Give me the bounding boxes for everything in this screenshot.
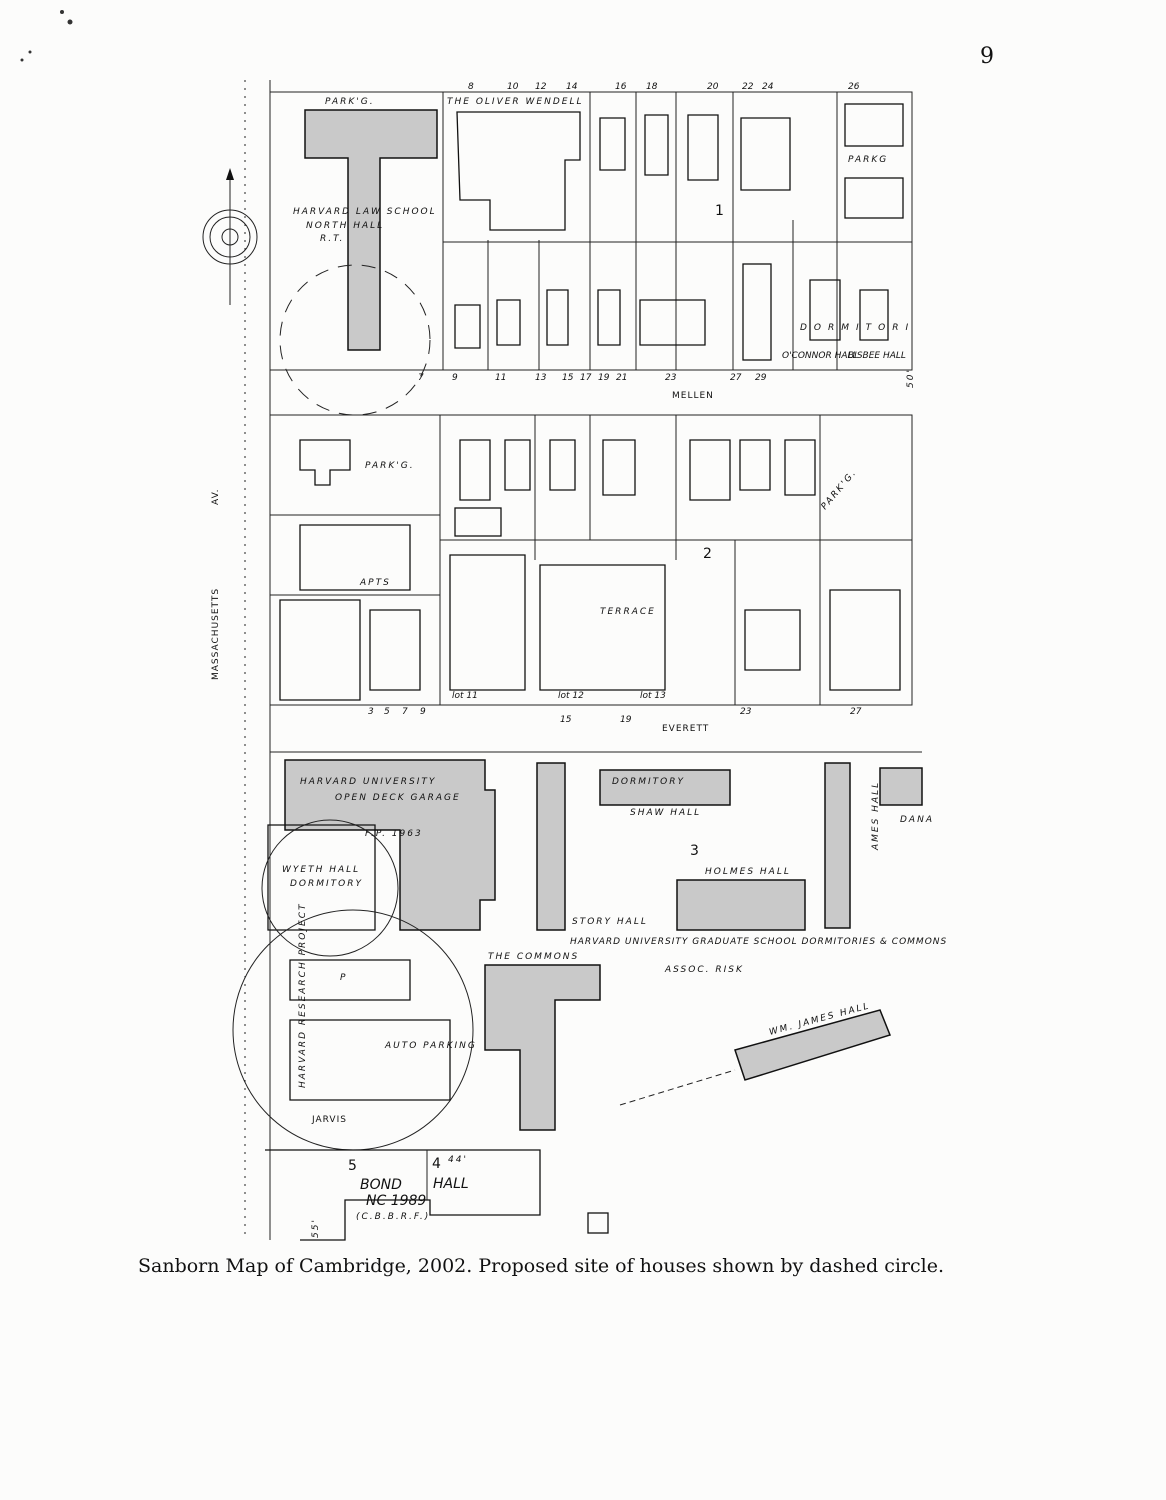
page-number: 9 <box>980 44 994 69</box>
map-label: THE COMMONS <box>488 952 579 962</box>
map-label: 23 <box>740 707 752 717</box>
map-label: DORMITORY <box>612 777 685 787</box>
map-label: 5 <box>384 707 390 717</box>
map-label: 3 <box>368 707 374 717</box>
map-label: 44' <box>448 1155 468 1165</box>
block-1: PARK'G. THE OLIVER WENDELL HARVARD LAW S… <box>269 91 915 416</box>
map-label: AMES HALL <box>871 781 881 851</box>
map-label: HOLMES HALL <box>705 867 791 877</box>
map-label: STORY HALL <box>572 917 648 927</box>
bond-hall-block: 5 4 44' BOND HALL NC 1989 (C.B.B.R.F.) 5… <box>265 1149 609 1241</box>
map-label: (C.B.B.R.F.) <box>356 1212 430 1222</box>
map-label: 20 <box>707 82 719 92</box>
map-label: 55' <box>311 1218 321 1238</box>
map-label: HARVARD LAW SCHOOL <box>293 207 437 217</box>
map-caption: Sanborn Map of Cambridge, 2002. Proposed… <box>138 1255 945 1277</box>
map-label: WYETH HALL <box>282 865 360 875</box>
map-label: PARK'G. <box>820 467 860 511</box>
map-label: 7 <box>402 707 408 717</box>
map-label: PARK'G. <box>365 461 415 471</box>
house-numbers: 8 10 12 14 16 18 20 22 24 26 7 9 11 13 1… <box>368 82 862 725</box>
map-label: 17 <box>580 373 592 383</box>
map-label: O'CONNOR HALL <box>782 351 858 361</box>
map-label: THE OLIVER WENDELL <box>447 97 584 107</box>
map-label: 5 <box>348 1158 357 1174</box>
map-label: DORMITORI <box>800 323 915 333</box>
map-label: ASSOC. RISK <box>664 965 744 975</box>
map-label: lot 13 <box>640 691 666 701</box>
everett-street-label: EVERETT <box>662 724 709 734</box>
map-label: 18 <box>646 82 658 92</box>
map-label: F.P. 1963 <box>365 829 423 839</box>
map-label: MASSACHUSETTS <box>211 588 221 680</box>
north-arrow-compass <box>202 168 258 305</box>
map-label: SHAW HALL <box>630 808 701 818</box>
map-label: 24 <box>762 82 774 92</box>
map-label: 7 <box>418 373 424 383</box>
map-label: NORTH HALL <box>306 221 384 231</box>
map-label: 26 <box>848 82 860 92</box>
map-label: BOND <box>360 1177 402 1193</box>
map-label: 15 <box>562 373 574 383</box>
map-label: 23 <box>665 373 677 383</box>
map-label: 15 <box>560 715 572 725</box>
map-label: 11 <box>495 373 506 383</box>
block-3: HARVARD UNIVERSITY OPEN DECK GARAGE F.P.… <box>232 751 947 1151</box>
map-label: 9 <box>420 707 426 717</box>
map-label: 3 <box>690 843 699 859</box>
map-label: APTS <box>359 578 391 588</box>
map-label: 19 <box>598 373 610 383</box>
map-label: 29 <box>755 373 767 383</box>
map-label: DORMITORY <box>290 879 363 889</box>
map-label: 27 <box>850 707 862 717</box>
map-label: HALL <box>433 1176 469 1192</box>
map-label: HARVARD UNIVERSITY <box>300 777 436 787</box>
map-label: BISBEE HALL <box>848 351 906 361</box>
map-label: PARK'G. <box>325 97 375 107</box>
map-label: AUTO PARKING <box>384 1041 477 1051</box>
map-label: 16 <box>615 82 627 92</box>
map-label: P <box>340 973 347 983</box>
map-label: 8 <box>468 82 474 92</box>
map-label: OPEN DECK GARAGE <box>335 793 461 803</box>
map-label: 2 <box>703 546 712 562</box>
map-label: DANA <box>900 815 934 825</box>
proposed-site-dashed-circle <box>279 264 431 416</box>
map-label: TERRACE <box>600 607 656 617</box>
map-label: R.T. <box>320 234 344 244</box>
map-label: NC 1989 <box>366 1193 426 1209</box>
map-label: lot 11 <box>452 691 478 701</box>
map-label: 19 <box>620 715 632 725</box>
map-label: 22 <box>742 82 754 92</box>
map-label: 9 <box>452 373 458 383</box>
map-label: 21 <box>616 373 627 383</box>
map-label: 1 <box>715 203 724 219</box>
width-label: 50' <box>906 368 916 388</box>
map-label: PARKG <box>848 155 888 165</box>
map-label: AV. <box>211 489 221 505</box>
scan-specks <box>20 10 73 62</box>
map-label: 13 <box>535 373 547 383</box>
map-label: 4 <box>432 1156 441 1172</box>
map-label: lot 12 <box>558 691 584 701</box>
mellen-street-label: MELLEN <box>672 391 714 401</box>
map-label: HARVARD RESEARCH PROJECT <box>298 903 308 1088</box>
site-circle-large <box>232 909 474 1151</box>
block-2: PARK'G. PARK'G. APTS TERRACE lot 11 lot … <box>269 414 913 706</box>
map-label: 10 <box>507 82 519 92</box>
map-label: HARVARD UNIVERSITY GRADUATE SCHOOL DORMI… <box>570 937 947 947</box>
site-circle-small <box>261 819 399 957</box>
map-label: 27 <box>730 373 742 383</box>
map-label: 12 <box>535 82 547 92</box>
map-label: 14 <box>566 82 578 92</box>
jarvis-street-label: JARVIS <box>311 1115 347 1125</box>
